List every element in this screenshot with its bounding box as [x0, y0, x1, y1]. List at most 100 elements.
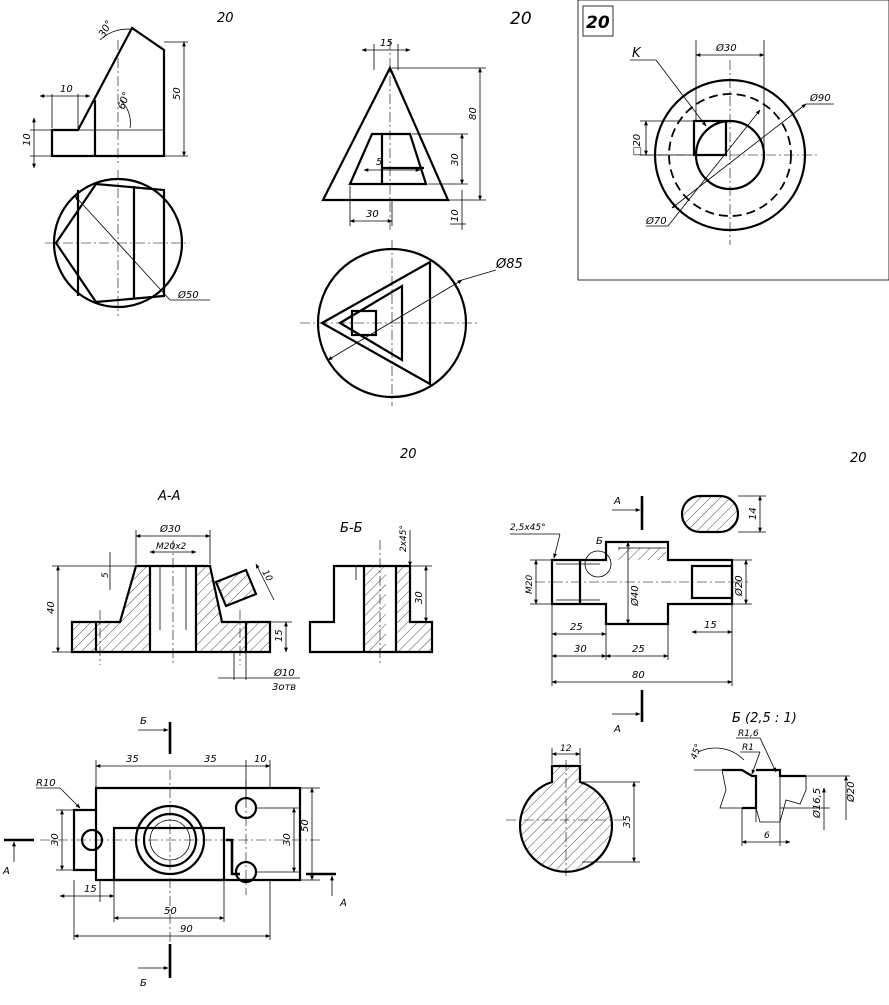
leader-line	[751, 751, 761, 775]
section-outline	[70, 564, 272, 654]
dim-outer: Ø90	[809, 92, 831, 104]
dim-plan-30l: 30	[50, 833, 61, 846]
dim-sec-h: 35	[622, 815, 633, 828]
dim-bore: Ø30	[159, 523, 181, 535]
hatch-area	[618, 548, 666, 560]
dim-r16: R1,6	[738, 729, 759, 739]
dim-height: 40	[46, 601, 57, 614]
dim-line	[671, 103, 807, 209]
number-box	[582, 5, 614, 37]
detail-b-mark: Б	[596, 536, 603, 547]
detail-title: Б (2,5 : 1)	[732, 711, 797, 726]
leader-line	[759, 737, 777, 773]
sheet-number: 20	[400, 447, 417, 462]
dim-plan-35a: 35	[126, 754, 139, 765]
dim-radius: R10	[36, 778, 56, 789]
break-line	[755, 776, 807, 823]
dim-d165: Ø16,5	[811, 788, 823, 819]
dim-bottom-gap: 10	[450, 209, 461, 222]
sheet-number: 20	[586, 13, 610, 33]
dim-len6: 6	[764, 831, 770, 841]
detail-profile	[722, 768, 758, 810]
round-section	[518, 764, 614, 873]
dim-bb-height: 30	[414, 591, 425, 604]
dim-base: 10	[22, 133, 33, 146]
angle-arc	[697, 747, 745, 761]
dim-inner-w: 5	[376, 157, 382, 168]
dim-len25a: 25	[570, 622, 583, 633]
dim-mid: Ø70	[645, 215, 667, 227]
dim-line	[667, 109, 761, 227]
angle-arc	[119, 99, 131, 129]
hatch-area	[396, 566, 432, 652]
dim-thread: M20	[525, 575, 535, 594]
dim-top: 15	[380, 38, 393, 49]
dim-angle-mid: 60°	[116, 91, 132, 111]
drawing-2: 20 15 80 30 5 30 10	[300, 9, 532, 406]
leader-line	[59, 787, 81, 809]
mark-b-bottom: Б	[140, 978, 147, 989]
dim-plan-10: 10	[254, 754, 267, 765]
dim-plan-35b: 35	[204, 754, 217, 765]
dim-holes-count: 3отв	[272, 682, 296, 693]
drawing-5: 20 Б A A 14 2,5x45° M20 Ø40	[506, 451, 867, 876]
hatch-area	[72, 566, 150, 652]
dim-plan-50b: 50	[164, 906, 177, 917]
dim-len30: 30	[574, 644, 587, 655]
leader-line	[327, 279, 463, 361]
dim-flat: 14	[748, 507, 759, 520]
dim-line	[255, 563, 275, 601]
dim-plan-90: 90	[180, 924, 193, 935]
dim-width: 10	[60, 84, 73, 95]
dim-inner: Ø30	[715, 42, 737, 54]
section-bb-title: Б-Б	[340, 521, 363, 536]
dim-plan-30r: 30	[282, 833, 293, 846]
top-view-cut	[54, 182, 166, 304]
label-k: K	[632, 46, 642, 61]
dim-dia20: Ø20	[733, 575, 745, 597]
dim-d20: Ø20	[845, 781, 857, 803]
detail-profile	[756, 768, 806, 778]
angle-arc	[99, 28, 137, 41]
dim-len15: 15	[704, 620, 717, 631]
section-aa-title: A-A	[157, 489, 180, 504]
sheet-number: 20	[850, 451, 867, 466]
mark-a-bottom: A	[613, 724, 621, 735]
dim-height: 80	[468, 107, 479, 120]
leader-line	[655, 59, 707, 127]
hatch-area	[216, 570, 256, 606]
break-line	[719, 769, 742, 809]
sheet-number: 20	[510, 9, 532, 29]
dim-chamfer: 5	[101, 572, 111, 578]
mark-a-left: A	[2, 866, 10, 877]
dim-plan-50: 50	[300, 819, 311, 832]
drawing-1: 20 50 10 10 30° 60° Ø50	[22, 11, 234, 316]
dim-chamfer: 2,5x45°	[510, 523, 546, 533]
sheet-frame	[577, 0, 889, 281]
hatch-area	[364, 566, 386, 652]
inner-cutout	[348, 132, 428, 186]
detail-b-circle	[584, 550, 612, 578]
dim-hole: Ø10	[273, 667, 295, 679]
dim-len80: 80	[632, 670, 645, 681]
drawing-4: 20 A-A Б-Б Ø30 M20x2 40 5 15	[2, 447, 434, 989]
dim-square: □20	[632, 134, 643, 156]
dim-angle-top: 30°	[97, 19, 115, 40]
sheet-number: 20	[217, 11, 234, 26]
mark-a-top: A	[613, 496, 621, 507]
mark-a-right: A	[339, 898, 347, 909]
dim-chamfer-bb: 2x45°	[399, 525, 409, 552]
section-bb-outline	[308, 564, 434, 654]
dim-height: 50	[172, 87, 183, 100]
dim-slot: 10	[259, 569, 274, 584]
mark-b-top: Б	[140, 716, 147, 727]
dim-plan-15: 15	[84, 884, 97, 895]
dim-inner-h: 30	[450, 153, 461, 166]
dim-diameter: Ø50	[177, 289, 199, 301]
leader-line	[553, 533, 561, 559]
leader-shelf	[461, 269, 497, 281]
drawing-3: 20 Ø30 K □20 Ø90 Ø70	[577, 0, 889, 281]
square-cutout	[692, 119, 728, 157]
